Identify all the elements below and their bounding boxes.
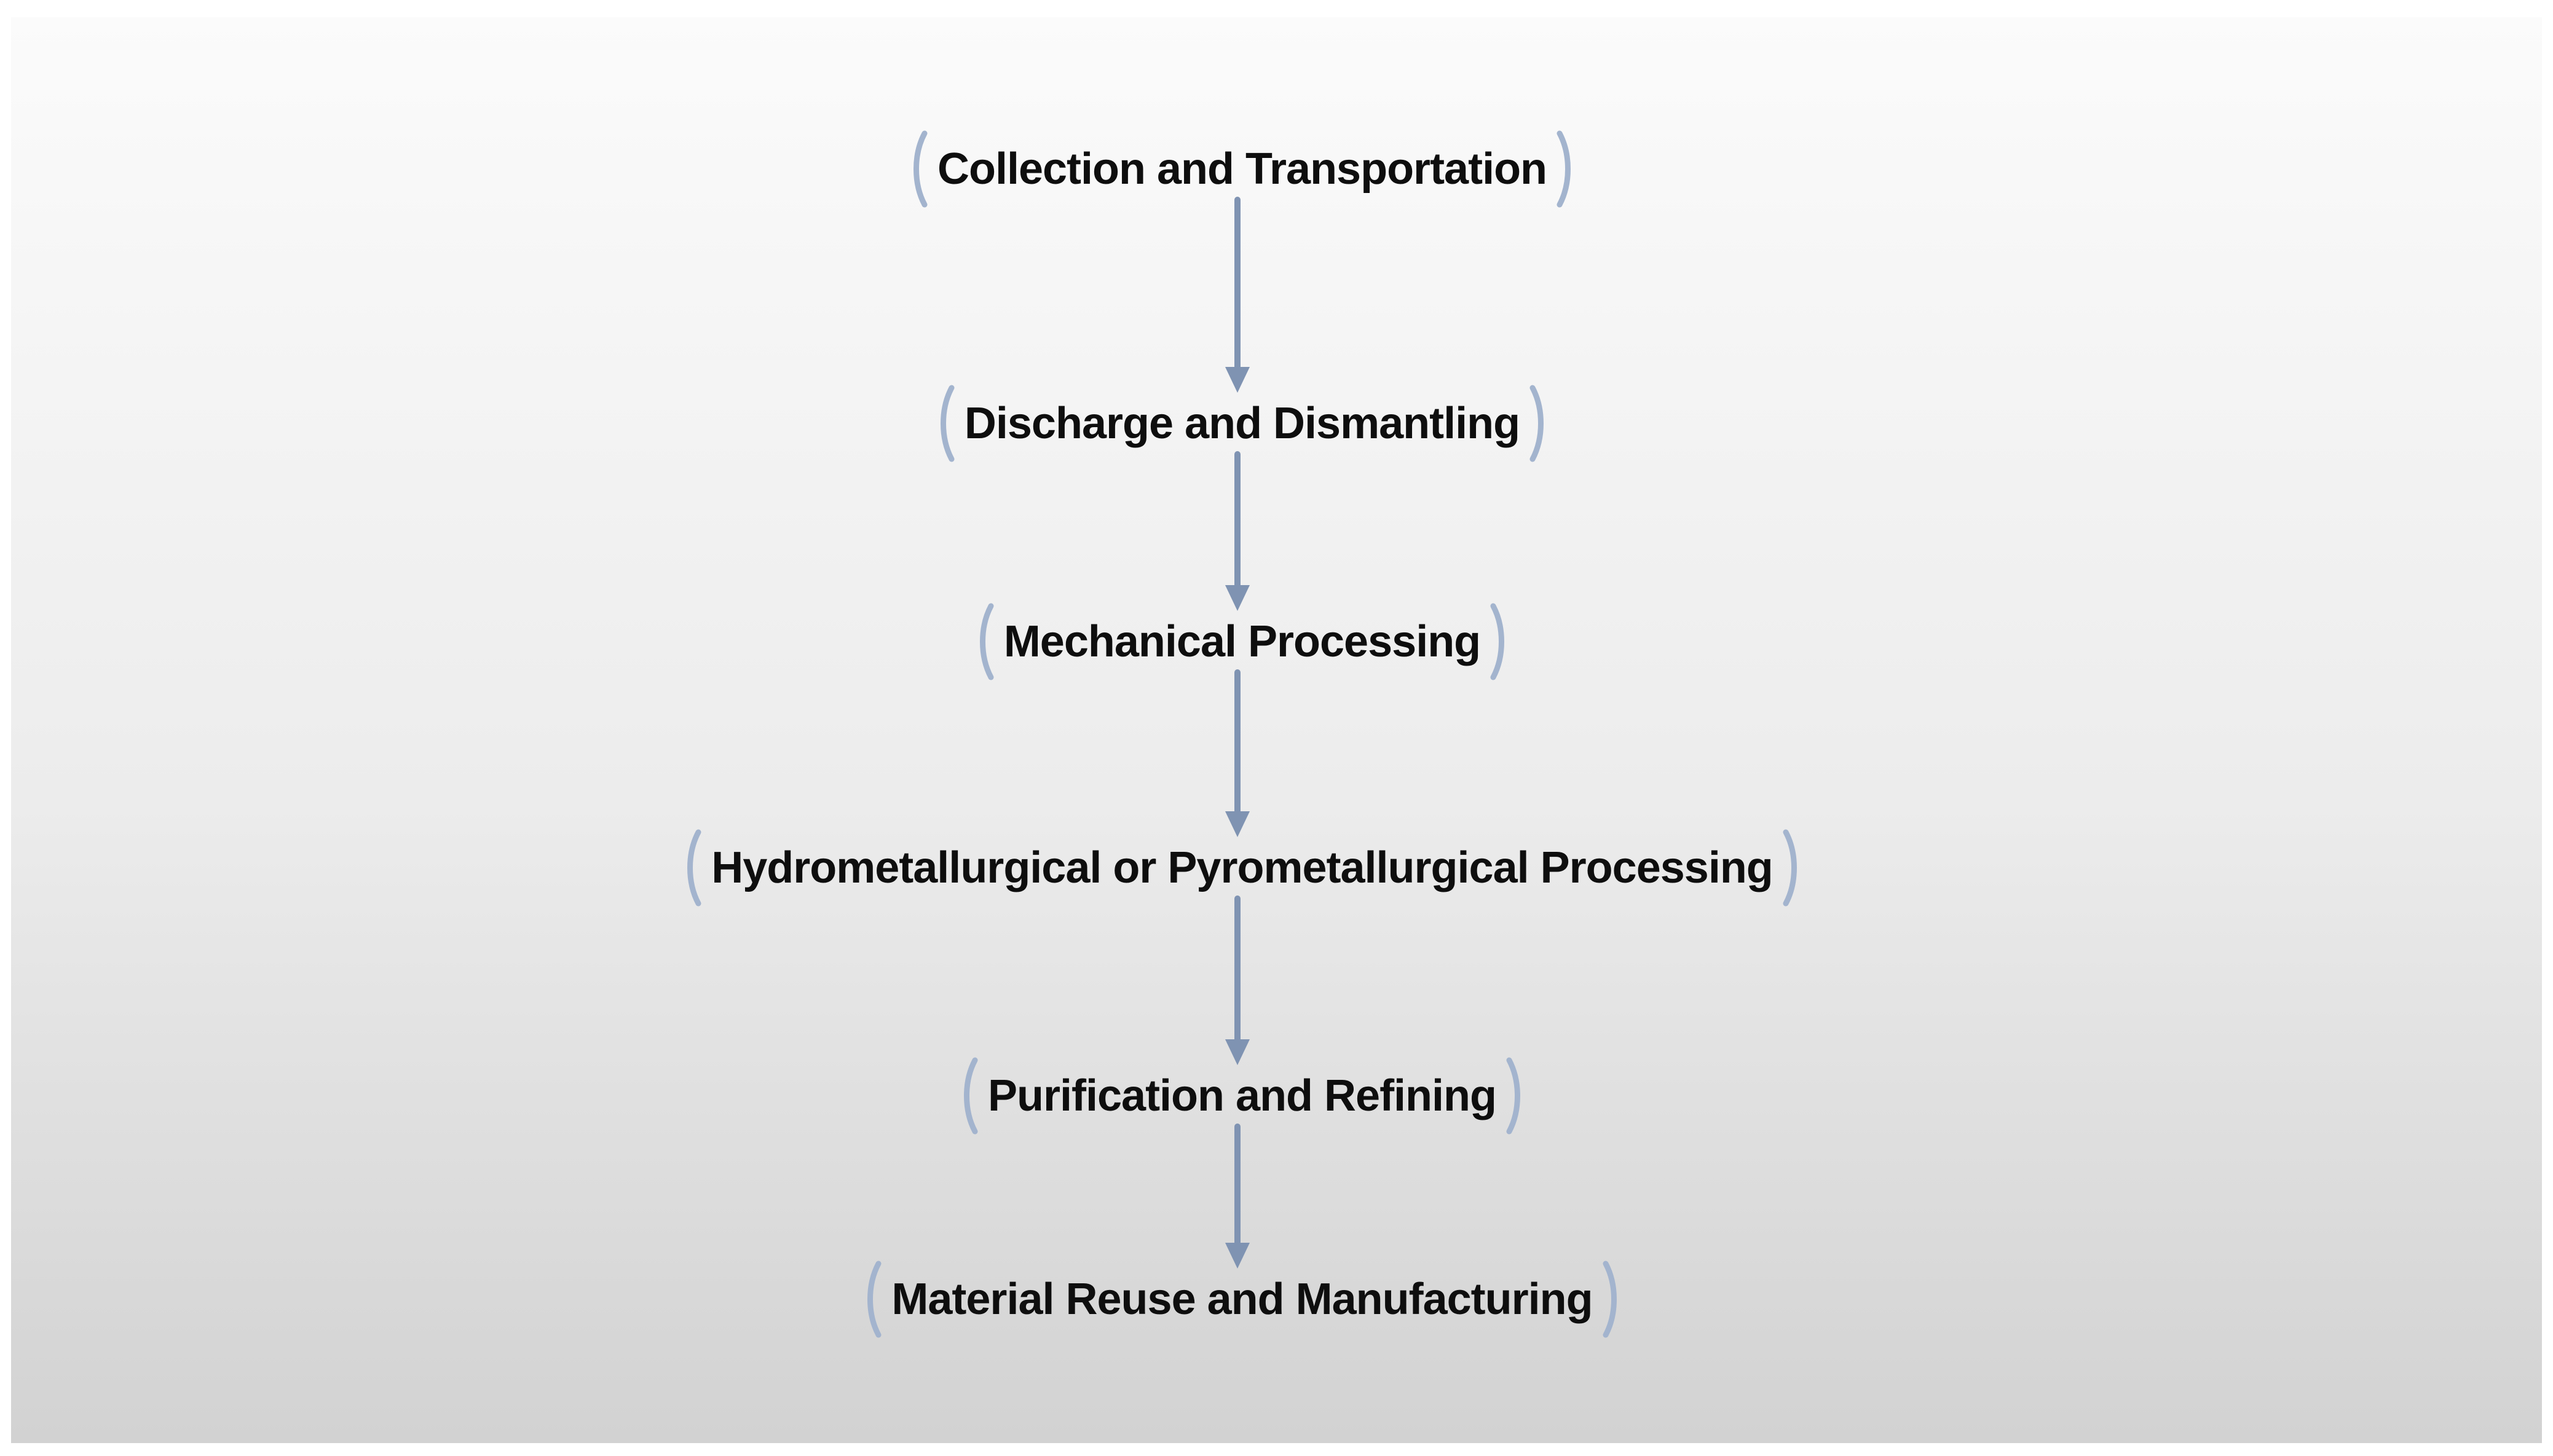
right-bracket-icon [1603, 1261, 1617, 1338]
slide-background: Collection and Transportation Discharge … [11, 17, 2542, 1443]
left-bracket-icon [979, 603, 994, 680]
flow-step-label: Discharge and Dismantling [964, 399, 1520, 448]
arrow-line [1234, 669, 1241, 811]
flow-step-purification: Purification and Refining [11, 1055, 2542, 1136]
left-bracket-icon [913, 130, 928, 208]
arrow-head-icon [1225, 367, 1250, 393]
flow-step-collection: Collection and Transportation [11, 128, 2542, 210]
arrow-line [1234, 451, 1241, 585]
right-bracket-icon [1506, 1057, 1520, 1135]
left-bracket-icon [867, 1261, 882, 1338]
flow-step-hydro-pyro: Hydrometallurgical or Pyrometallurgical … [11, 827, 2542, 908]
flow-step-label: Collection and Transportation [937, 144, 1547, 194]
right-bracket-icon [1783, 829, 1797, 907]
flow-step-discharge: Discharge and Dismantling [11, 383, 2542, 464]
flow-step-label: Hydrometallurgical or Pyrometallurgical … [711, 843, 1774, 892]
flow-diagram: Collection and Transportation Discharge … [11, 17, 2542, 1443]
flow-step-label: Purification and Refining [987, 1071, 1497, 1120]
arrow-head-icon [1225, 811, 1250, 837]
flow-step-label: Mechanical Processing [1003, 617, 1481, 666]
flow-step-material-reuse: Material Reuse and Manufacturing [11, 1259, 2542, 1340]
right-bracket-icon [1557, 130, 1571, 208]
right-bracket-icon [1490, 603, 1505, 680]
left-bracket-icon [687, 829, 701, 907]
left-bracket-icon [940, 385, 955, 462]
arrow-line [1234, 197, 1241, 367]
flow-step-mechanical: Mechanical Processing [11, 601, 2542, 682]
arrow-head-icon [1225, 1243, 1250, 1269]
arrow-head-icon [1225, 1039, 1250, 1065]
arrow-line [1234, 1123, 1241, 1243]
left-bracket-icon [963, 1057, 978, 1135]
right-bracket-icon [1529, 385, 1544, 462]
flow-step-label: Material Reuse and Manufacturing [891, 1275, 1593, 1324]
arrow-line [1234, 895, 1241, 1039]
arrow-head-icon [1225, 585, 1250, 611]
